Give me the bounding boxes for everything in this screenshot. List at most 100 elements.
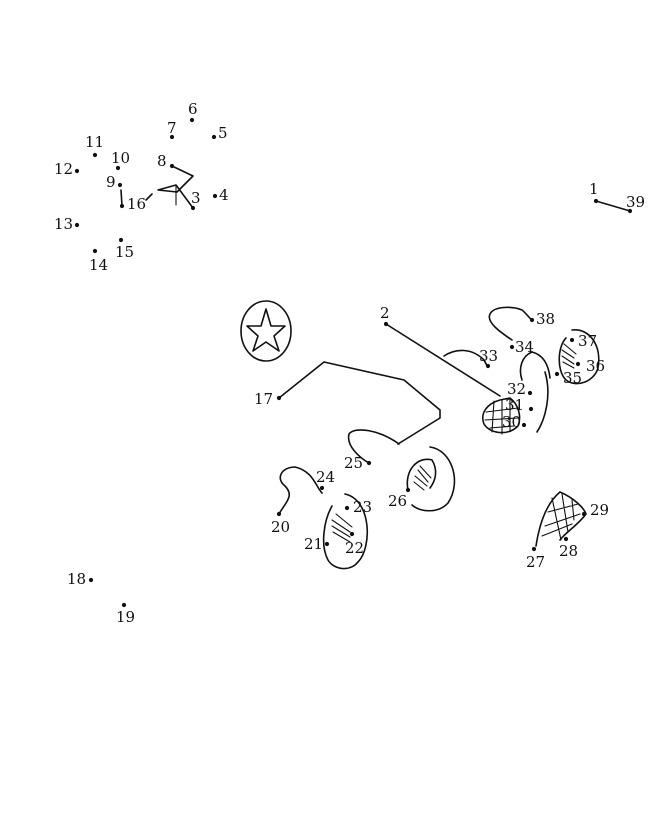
dot-3: 3 xyxy=(190,189,201,211)
dot-8: 8 xyxy=(157,152,175,170)
dot-11: 11 xyxy=(85,133,104,158)
dot-marker xyxy=(581,511,587,517)
dot-6: 6 xyxy=(188,100,198,123)
dot-marker xyxy=(324,541,330,547)
dot-number-label: 5 xyxy=(218,124,228,142)
dot-marker xyxy=(169,134,175,140)
dot-25: 25 xyxy=(344,454,372,472)
dot-37: 37 xyxy=(569,332,597,350)
dot-10: 10 xyxy=(111,149,130,171)
foot-26-hatching xyxy=(413,465,432,491)
foot-36-hatching xyxy=(561,343,577,369)
dot-number-label: 4 xyxy=(219,186,229,204)
dot-15: 15 xyxy=(115,237,134,261)
dot-2: 2 xyxy=(380,304,390,327)
dot-marker xyxy=(92,152,98,158)
dot-marker xyxy=(169,163,175,169)
dot-marker xyxy=(531,546,537,552)
dot-5: 5 xyxy=(211,124,228,142)
dot-27: 27 xyxy=(526,546,545,571)
dot-number-label: 2 xyxy=(380,304,390,322)
dot-marker xyxy=(563,536,569,542)
dot-20: 20 xyxy=(271,511,290,536)
dot-24: 24 xyxy=(316,468,335,491)
dot-number-label: 22 xyxy=(345,539,364,557)
dot-number-label: 17 xyxy=(254,390,273,408)
stroke-16-tail xyxy=(145,193,153,201)
dot-35: 35 xyxy=(554,369,582,387)
dot-number-label: 26 xyxy=(388,492,407,510)
dot-number-label: 15 xyxy=(115,243,134,261)
dot-number-label: 18 xyxy=(67,570,86,588)
dot-marker xyxy=(383,321,389,327)
dot-number-label: 3 xyxy=(191,189,201,207)
dot-number-label: 13 xyxy=(54,215,73,233)
dot-number-label: 1 xyxy=(589,180,599,198)
dot-14: 14 xyxy=(89,248,108,274)
dot-32: 32 xyxy=(507,380,533,398)
dot-marker xyxy=(119,203,125,209)
foot-26-outline xyxy=(411,446,456,512)
dot-marker xyxy=(521,422,527,428)
line-1-39 xyxy=(595,200,631,212)
dot-21: 21 xyxy=(304,535,330,553)
dot-number-label: 34 xyxy=(515,338,534,356)
dot-38: 38 xyxy=(529,310,555,328)
dot-marker xyxy=(121,602,127,608)
dot-number-label: 11 xyxy=(85,133,104,151)
dot-number-label: 37 xyxy=(578,332,597,350)
dot-marker xyxy=(627,208,633,214)
dot-number-label: 28 xyxy=(559,542,578,560)
dot-17: 17 xyxy=(254,390,282,408)
dot-number-label: 29 xyxy=(590,501,609,519)
dot-number-label: 31 xyxy=(505,396,524,414)
dot-30: 30 xyxy=(502,413,527,431)
dot-16: 16 xyxy=(119,195,146,213)
dot-33: 33 xyxy=(479,347,498,369)
foot-26-sole xyxy=(406,458,437,491)
dot-marker xyxy=(529,317,535,323)
dot-number-label: 27 xyxy=(526,553,545,571)
dot-number-label: 9 xyxy=(106,173,116,191)
dot-number-label: 16 xyxy=(127,195,146,213)
dot-7: 7 xyxy=(167,119,177,140)
dot-36: 36 xyxy=(575,357,605,375)
curve-25 xyxy=(347,429,400,464)
star-badge-outline xyxy=(240,300,292,362)
dot-marker xyxy=(212,193,218,199)
dot-23: 23 xyxy=(344,498,372,516)
outline-17-26 xyxy=(278,361,441,445)
dot-1: 1 xyxy=(589,180,599,204)
line-2-31 xyxy=(385,323,501,397)
dot-number-label: 12 xyxy=(54,160,73,178)
dot-28: 28 xyxy=(559,536,578,560)
dot-marker xyxy=(88,577,94,583)
dot-number-label: 33 xyxy=(479,347,498,365)
curve-20-24 xyxy=(278,466,323,515)
dot-marker xyxy=(575,361,581,367)
hand-29-outline xyxy=(535,491,587,547)
dot-13: 13 xyxy=(54,215,80,233)
dot-12: 12 xyxy=(54,160,80,178)
curve-34-38 xyxy=(488,306,533,341)
dot-number-label: 24 xyxy=(316,468,335,486)
dot-number-label: 25 xyxy=(344,454,363,472)
dot-number-label: 36 xyxy=(586,357,605,375)
dot-number-label: 20 xyxy=(271,518,290,536)
dot-marker xyxy=(276,395,282,401)
dot-marker xyxy=(569,337,575,343)
star-shape xyxy=(246,308,286,352)
dot-marker xyxy=(118,237,124,243)
dot-29: 29 xyxy=(581,501,609,519)
dot-4: 4 xyxy=(212,186,229,204)
dot-marker xyxy=(319,485,325,491)
dot-marker xyxy=(554,371,560,377)
dot-marker xyxy=(485,363,491,369)
hand-30-grid xyxy=(484,399,519,435)
foot-36-outline xyxy=(558,329,600,385)
dot-marker xyxy=(115,165,121,171)
dot-19: 19 xyxy=(116,602,135,626)
